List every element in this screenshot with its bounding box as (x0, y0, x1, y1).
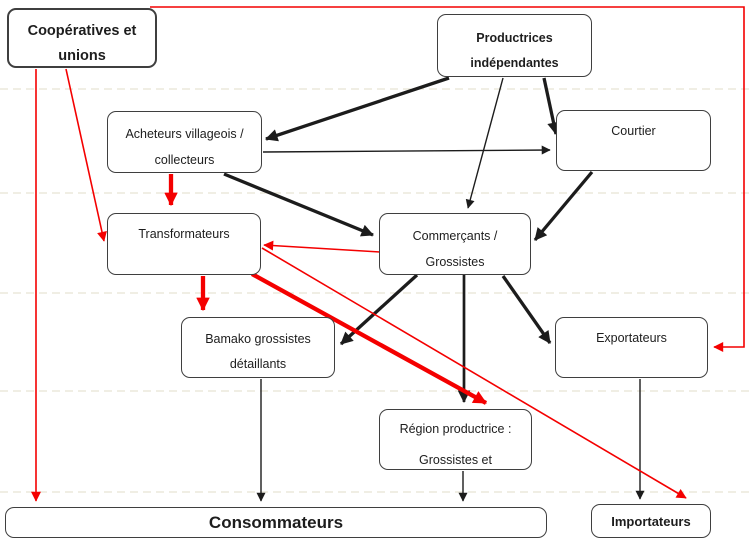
node-transformateurs: Transformateurs (107, 213, 261, 275)
arrow-acheteurs-to-commercants (223, 172, 374, 237)
node-label: Exportateurs (596, 331, 667, 345)
arrow-cooperatives-to-transformateurs (65, 68, 107, 242)
arrow-productrices-to-acheteurs (265, 76, 450, 142)
node-label: Grossistes (425, 255, 485, 269)
node-consommateurs: Consommateurs (5, 507, 547, 538)
node-label: collecteurs (154, 153, 215, 167)
arrow-courtier-to-commercants (533, 170, 594, 242)
node-label: Grossistes et (419, 453, 492, 467)
node-label: unions (58, 48, 106, 64)
node-label: Coopératives et (27, 23, 137, 39)
arrow-productrices-to-commercants (465, 77, 504, 209)
node-label: Transformateurs (138, 227, 230, 241)
node-label: Commerçants / (412, 229, 498, 243)
node-label: Courtier (611, 124, 656, 138)
node-bamako: Bamako grossistes détaillants (181, 317, 335, 378)
node-label: Importateurs (611, 513, 691, 529)
node-region: Région productrice : Grossistes et (379, 409, 532, 470)
node-label: détaillants (229, 357, 287, 371)
arrow-commercants-to-bamako (339, 273, 419, 346)
arrow-commercants-to-transformateurs (263, 240, 381, 253)
node-commercants: Commerçants / Grossistes (379, 213, 531, 275)
node-label: Acheteurs villageois / (125, 127, 244, 141)
node-acheteurs: Acheteurs villageois / collecteurs (107, 111, 262, 173)
node-exportateurs: Exportateurs (555, 317, 708, 378)
node-cooperatives: Coopératives et unions (7, 8, 157, 68)
node-label: Consommateurs (208, 512, 344, 532)
node-label: Productrices (476, 31, 553, 45)
node-label: indépendantes (470, 56, 559, 70)
node-label: Région productrice : (399, 422, 512, 436)
arrow-productrices-to-courtier (542, 77, 560, 135)
arrow-acheteurs-to-courtier (262, 145, 551, 155)
arrow-commercants-to-exportateurs (501, 275, 552, 344)
arrow-transformateurs-to-importateurs (261, 247, 687, 499)
node-importateurs: Importateurs (591, 504, 711, 538)
arrow-cooperatives-to-exportateurs (150, 6, 745, 352)
node-courtier: Courtier (556, 110, 711, 171)
arrow-transformateurs-to-region (250, 272, 488, 405)
node-productrices: Productrices indépendantes (437, 14, 592, 77)
node-label: Bamako grossistes (205, 332, 311, 346)
